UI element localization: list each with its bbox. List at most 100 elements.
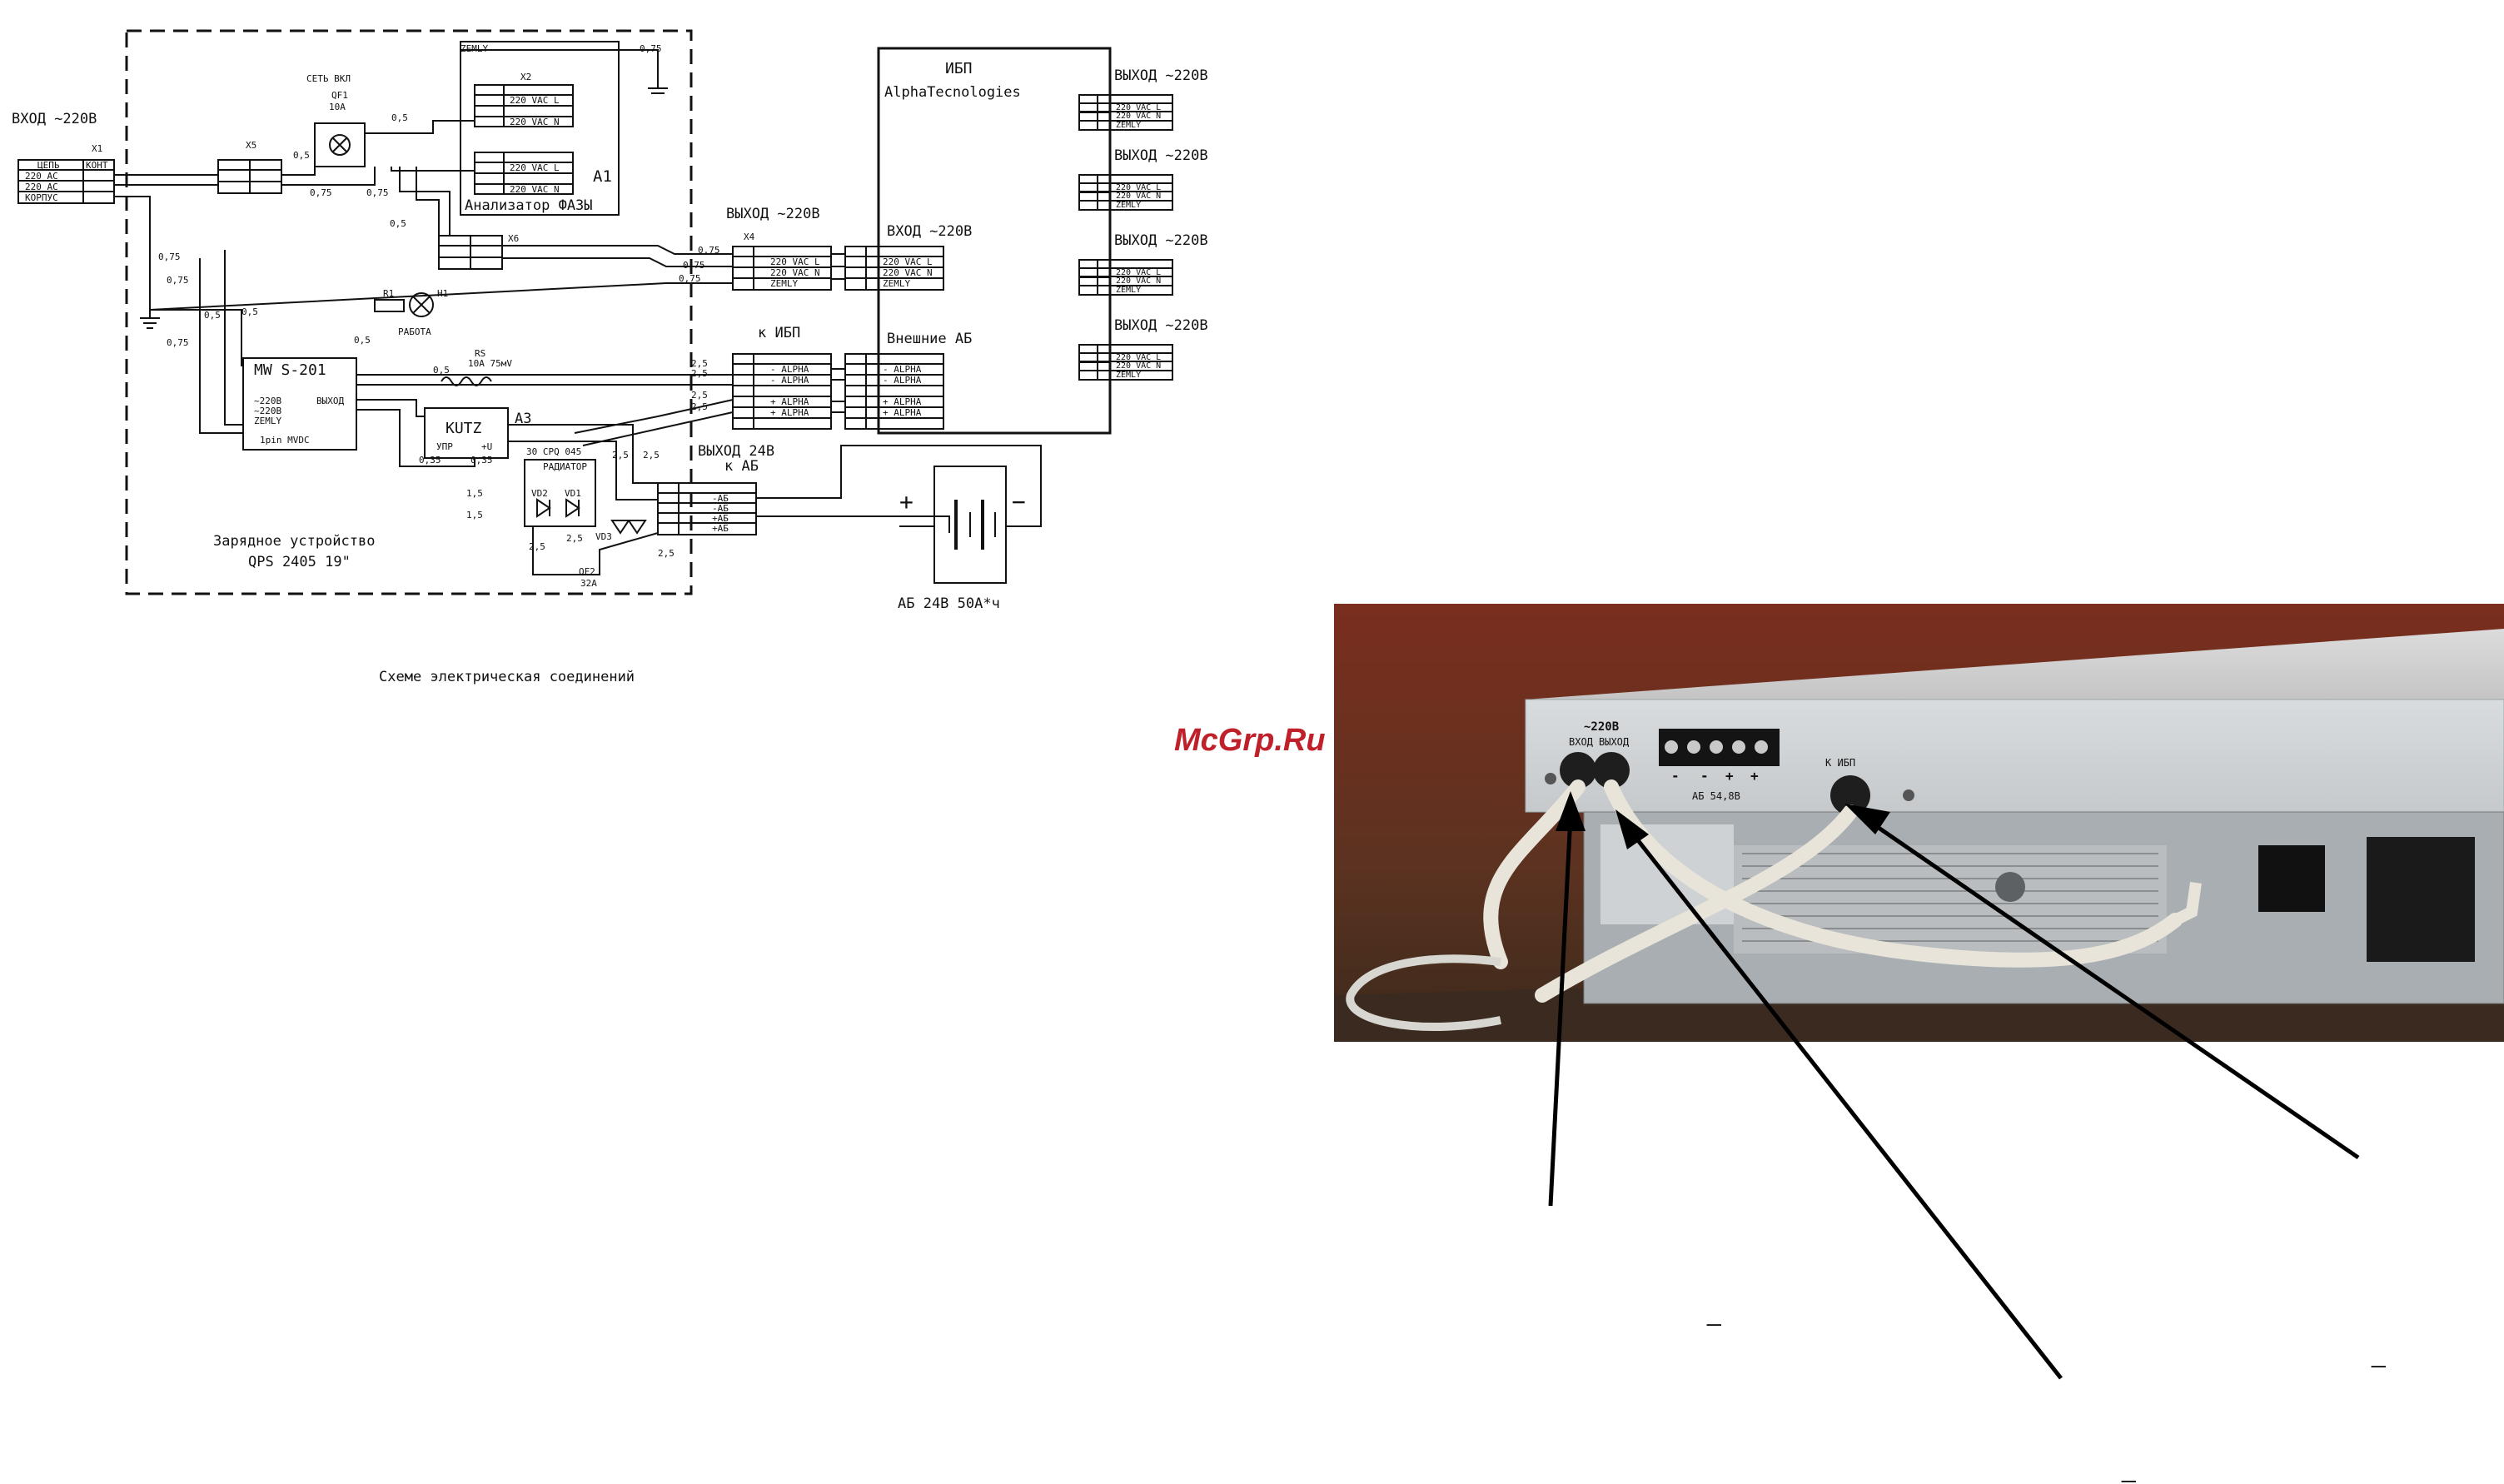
svg-text:-: - xyxy=(1700,768,1709,784)
svg-text:~220В: ~220В xyxy=(254,406,281,416)
svg-text:220 VAC L: 220 VAC L xyxy=(1116,103,1161,112)
svg-text:10А 75мV: 10А 75мV xyxy=(468,358,512,369)
analyzer-title: Анализатор ФАЗЫ xyxy=(465,197,593,214)
svg-text:QF1: QF1 xyxy=(331,90,348,101)
svg-text:1,5: 1,5 xyxy=(466,488,483,499)
svg-text:КОНТ: КОНТ xyxy=(86,160,108,171)
watermark: McGrp.Ru xyxy=(1174,723,1326,758)
svg-text:220 VAC N: 220 VAC N xyxy=(510,117,560,127)
svg-text:+: + xyxy=(1750,768,1759,784)
svg-text:ZEMLY: ZEMLY xyxy=(460,43,488,54)
svg-text:220 VAC N: 220 VAC N xyxy=(1116,192,1161,201)
wiring-schematic: ВХОД ~220В X1 СЕТЬ ВКЛ QF1 10А ЦЕПЬ КОНТ… xyxy=(12,29,1208,685)
svg-text:~220В: ~220В xyxy=(1584,720,1619,734)
svg-text:220 VAC L: 220 VAC L xyxy=(510,162,560,173)
cable-output xyxy=(1604,779,2183,968)
svg-text:0,75: 0,75 xyxy=(158,251,181,262)
svg-text:0,75: 0,75 xyxy=(366,187,389,198)
svg-text:к АБ: к АБ xyxy=(724,458,759,475)
svg-text:ВЫХОД ~220В: ВЫХОД ~220В xyxy=(1114,232,1208,249)
svg-text:+ ALPHA: + ALPHA xyxy=(770,407,809,418)
callout-mark-2: _ xyxy=(2372,1341,2386,1368)
device-photo: ~220В ВХОД ВЫХОД АБ 54,8В К ИБП - - + + xyxy=(1334,604,2504,1042)
svg-text:ZEMLY: ZEMLY xyxy=(1116,201,1141,210)
svg-text:R1: R1 xyxy=(383,288,394,299)
arrow-output xyxy=(1624,823,2063,1380)
psu-box xyxy=(242,357,357,451)
svg-text:ВЫХОД: ВЫХОД xyxy=(1599,736,1630,748)
svg-text:2,5: 2,5 xyxy=(691,390,708,401)
svg-text:0,5: 0,5 xyxy=(204,310,221,321)
svg-text:+ ALPHA: + ALPHA xyxy=(883,396,922,407)
svg-text:- ALPHA: - ALPHA xyxy=(770,364,809,375)
battery-label: АБ 24В 50А*ч xyxy=(898,595,1000,612)
svg-text:ВЫХОД ~220В: ВЫХОД ~220В xyxy=(1114,317,1208,334)
svg-text:ZEMLY: ZEMLY xyxy=(254,416,281,426)
label-main-in: ВХОД ~220В xyxy=(12,111,97,127)
arrow-input xyxy=(1548,815,1573,1207)
svg-text:- ALPHA: - ALPHA xyxy=(883,375,922,386)
svg-text:+ ALPHA: + ALPHA xyxy=(883,407,922,418)
svg-text:2,5: 2,5 xyxy=(566,533,583,544)
svg-text:0,5: 0,5 xyxy=(241,306,258,317)
battery-box xyxy=(933,466,1007,584)
arrow-ups xyxy=(1864,816,2360,1160)
svg-text:X5: X5 xyxy=(246,140,256,151)
svg-text:0,5: 0,5 xyxy=(390,218,406,229)
svg-text:RS: RS xyxy=(475,348,485,359)
svg-text:ВЫХОД ~220В: ВЫХОД ~220В xyxy=(1114,67,1208,84)
svg-text:ZEMLY: ZEMLY xyxy=(1116,286,1141,295)
svg-text:-: - xyxy=(1671,768,1680,784)
svg-text:220 VAC N: 220 VAC N xyxy=(1116,112,1161,121)
ups-ac-socket xyxy=(2258,845,2325,912)
svg-text:220 VAC L: 220 VAC L xyxy=(1116,353,1161,362)
callout-mark-1: _ xyxy=(1707,1299,1721,1327)
svg-text:220 VAC N: 220 VAC N xyxy=(770,267,820,278)
svg-text:220 VAC L: 220 VAC L xyxy=(770,256,820,267)
callout-arrows xyxy=(1548,791,2360,1380)
svg-text:0,75: 0,75 xyxy=(310,187,332,198)
svg-text:2,5: 2,5 xyxy=(612,450,629,461)
svg-text:РАДИАТОР: РАДИАТОР xyxy=(543,461,587,472)
svg-text:ВХОД: ВХОД xyxy=(1569,736,1594,748)
svg-text:- ALPHA: - ALPHA xyxy=(883,364,922,375)
svg-text:220 VAC N: 220 VAC N xyxy=(1116,276,1161,286)
svg-text:1,5: 1,5 xyxy=(466,510,483,520)
svg-text:0,5: 0,5 xyxy=(293,150,310,161)
schematic-caption: Схеме электрическая соединений xyxy=(379,669,635,685)
svg-text:А1: А1 xyxy=(593,167,612,186)
svg-text:X1: X1 xyxy=(92,143,102,154)
svg-text:−: − xyxy=(1012,488,1026,515)
svg-text:0,75: 0,75 xyxy=(698,245,720,256)
ups-fan-grille xyxy=(2367,837,2475,962)
ups-title: ИБП xyxy=(945,60,973,77)
svg-text:2,5: 2,5 xyxy=(691,358,708,369)
svg-text:X6: X6 xyxy=(508,233,519,244)
svg-text:220 VAC L: 220 VAC L xyxy=(1116,183,1161,192)
svg-text:+: + xyxy=(899,488,913,515)
charger-title: Зарядное устройство xyxy=(213,533,375,550)
analyzer-box xyxy=(460,41,620,216)
svg-text:2,5: 2,5 xyxy=(691,401,708,412)
svg-text:2,5: 2,5 xyxy=(658,548,675,559)
svg-text:АБ 54,8В: АБ 54,8В xyxy=(1692,790,1740,802)
svg-text:220 VAC N: 220 VAC N xyxy=(883,267,933,278)
svg-text:КОРПУС: КОРПУС xyxy=(25,192,58,203)
heatsink-box xyxy=(524,459,596,527)
svg-text:+АБ: +АБ xyxy=(712,523,729,534)
svg-text:0,5: 0,5 xyxy=(433,365,450,376)
svg-text:-АБ: -АБ xyxy=(712,503,729,514)
svg-text:А3: А3 xyxy=(515,411,531,427)
svg-text:~220В: ~220В xyxy=(254,396,281,406)
svg-text:ZEMLY: ZEMLY xyxy=(1116,371,1141,380)
svg-text:ZEMLY: ZEMLY xyxy=(770,278,798,289)
svg-text:УПР: УПР xyxy=(436,441,453,452)
svg-text:0,5: 0,5 xyxy=(354,335,371,346)
svg-text:ЦЕПЬ: ЦЕПЬ xyxy=(37,160,60,171)
svg-text:2,5: 2,5 xyxy=(691,368,708,379)
svg-text:0,75: 0,75 xyxy=(167,337,189,348)
output-connector xyxy=(1593,752,1630,789)
svg-text:+АБ: +АБ xyxy=(712,513,729,524)
svg-text:QF2: QF2 xyxy=(579,566,595,577)
ups-box xyxy=(877,47,1112,435)
